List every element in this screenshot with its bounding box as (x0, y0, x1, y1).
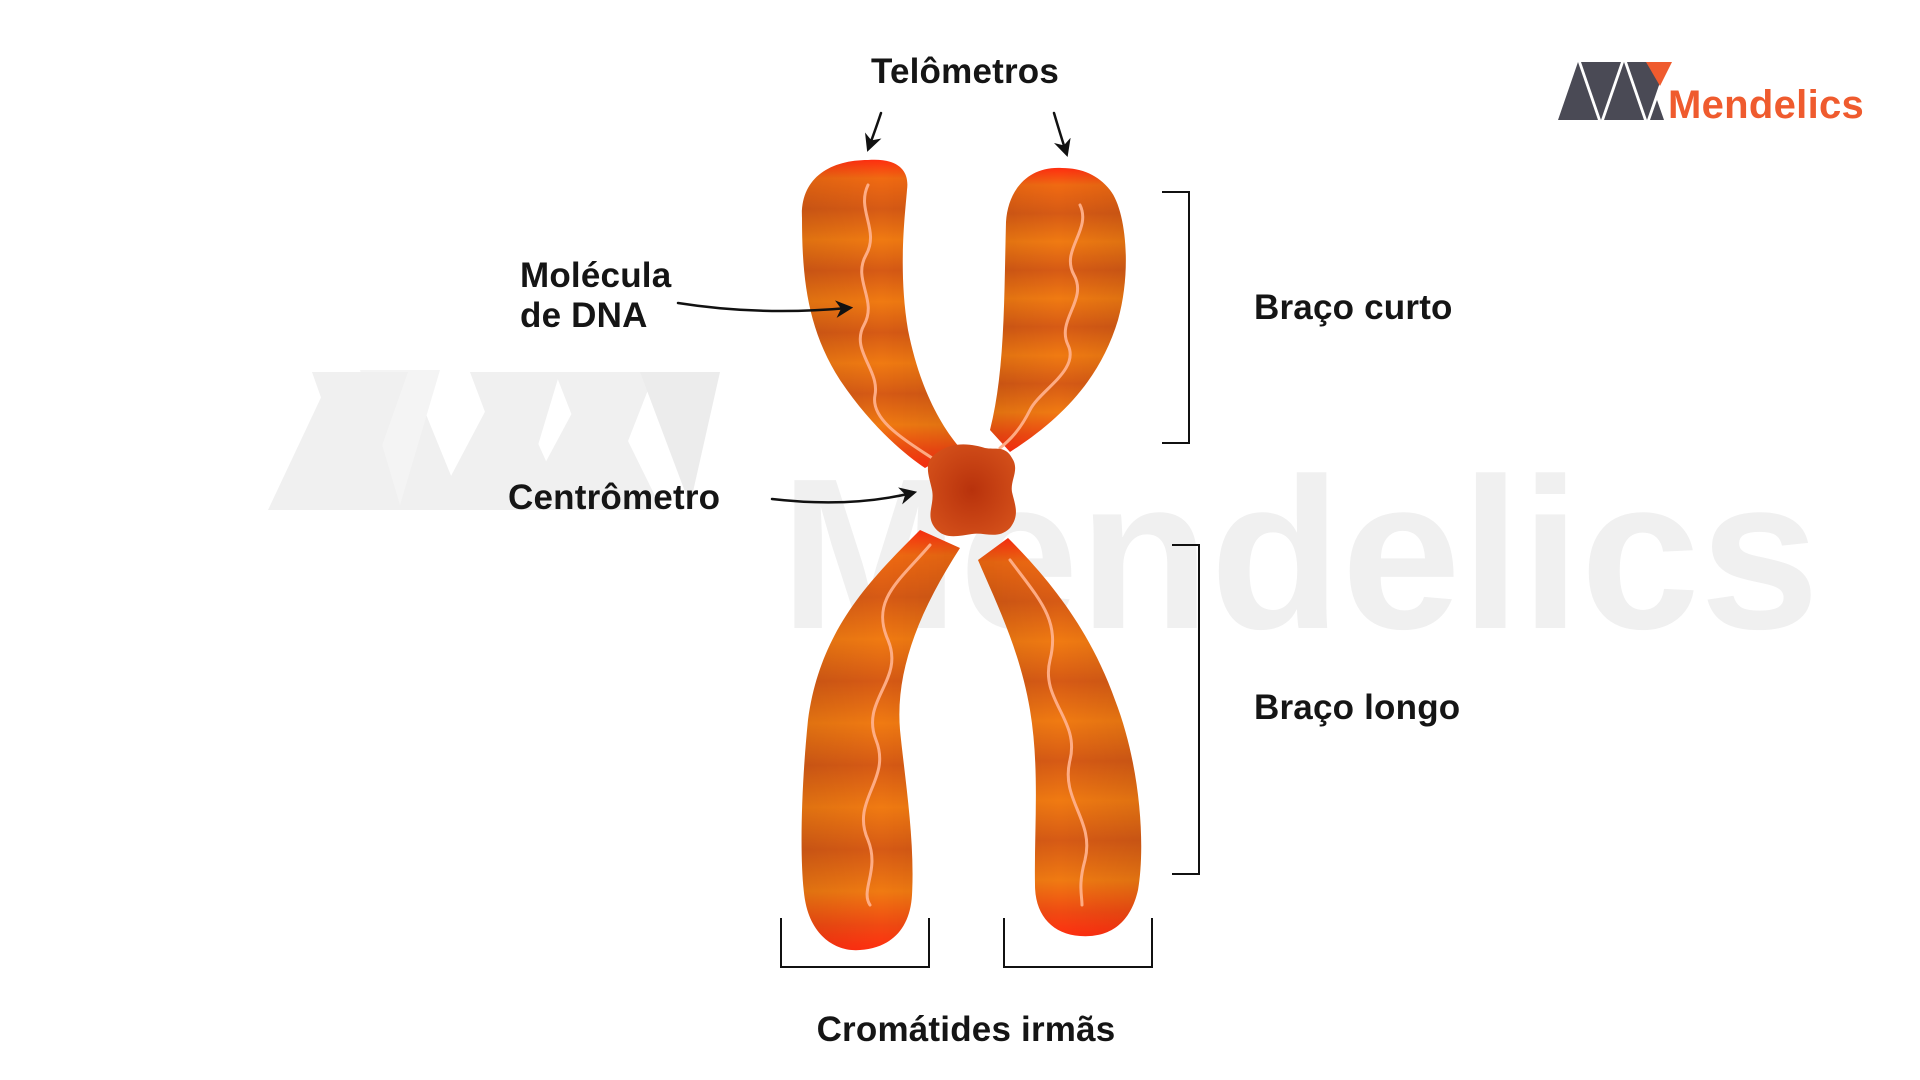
label-sister-chromatids: Cromátides irmãs (816, 1010, 1116, 1049)
centromere-shape (927, 444, 1016, 537)
watermark-logo-mark (268, 370, 720, 510)
arrow-dna-molecule (676, 300, 854, 318)
label-short-arm: Braço curto (1254, 288, 1453, 327)
arrow-centromere (770, 487, 918, 505)
label-dna-molecule-line2: de DNA (520, 296, 648, 335)
label-telomeres: Telômetros (870, 52, 1060, 91)
arrow-telomere-left (865, 111, 883, 152)
dna-strands (858, 183, 1089, 907)
bracket-sister-chromatid-right (1003, 918, 1153, 968)
mendelics-logo-mark (1558, 62, 1672, 120)
bracket-long-arm (1172, 544, 1200, 875)
label-long-arm: Braço longo (1254, 688, 1461, 727)
label-dna-molecule: Molécula de DNA (520, 256, 671, 336)
label-centromere: Centrômetro (508, 478, 721, 517)
annotation-arrows (676, 111, 1071, 505)
bracket-short-arm (1162, 191, 1190, 444)
label-dna-molecule-line1: Molécula (520, 256, 672, 295)
chromosome (801, 159, 1142, 951)
brackets (780, 191, 1200, 968)
mendelics-logo-wordmark: Mendelics (1668, 83, 1865, 127)
bracket-sister-chromatid-left (780, 918, 930, 968)
arrow-telomere-right (1052, 111, 1071, 158)
